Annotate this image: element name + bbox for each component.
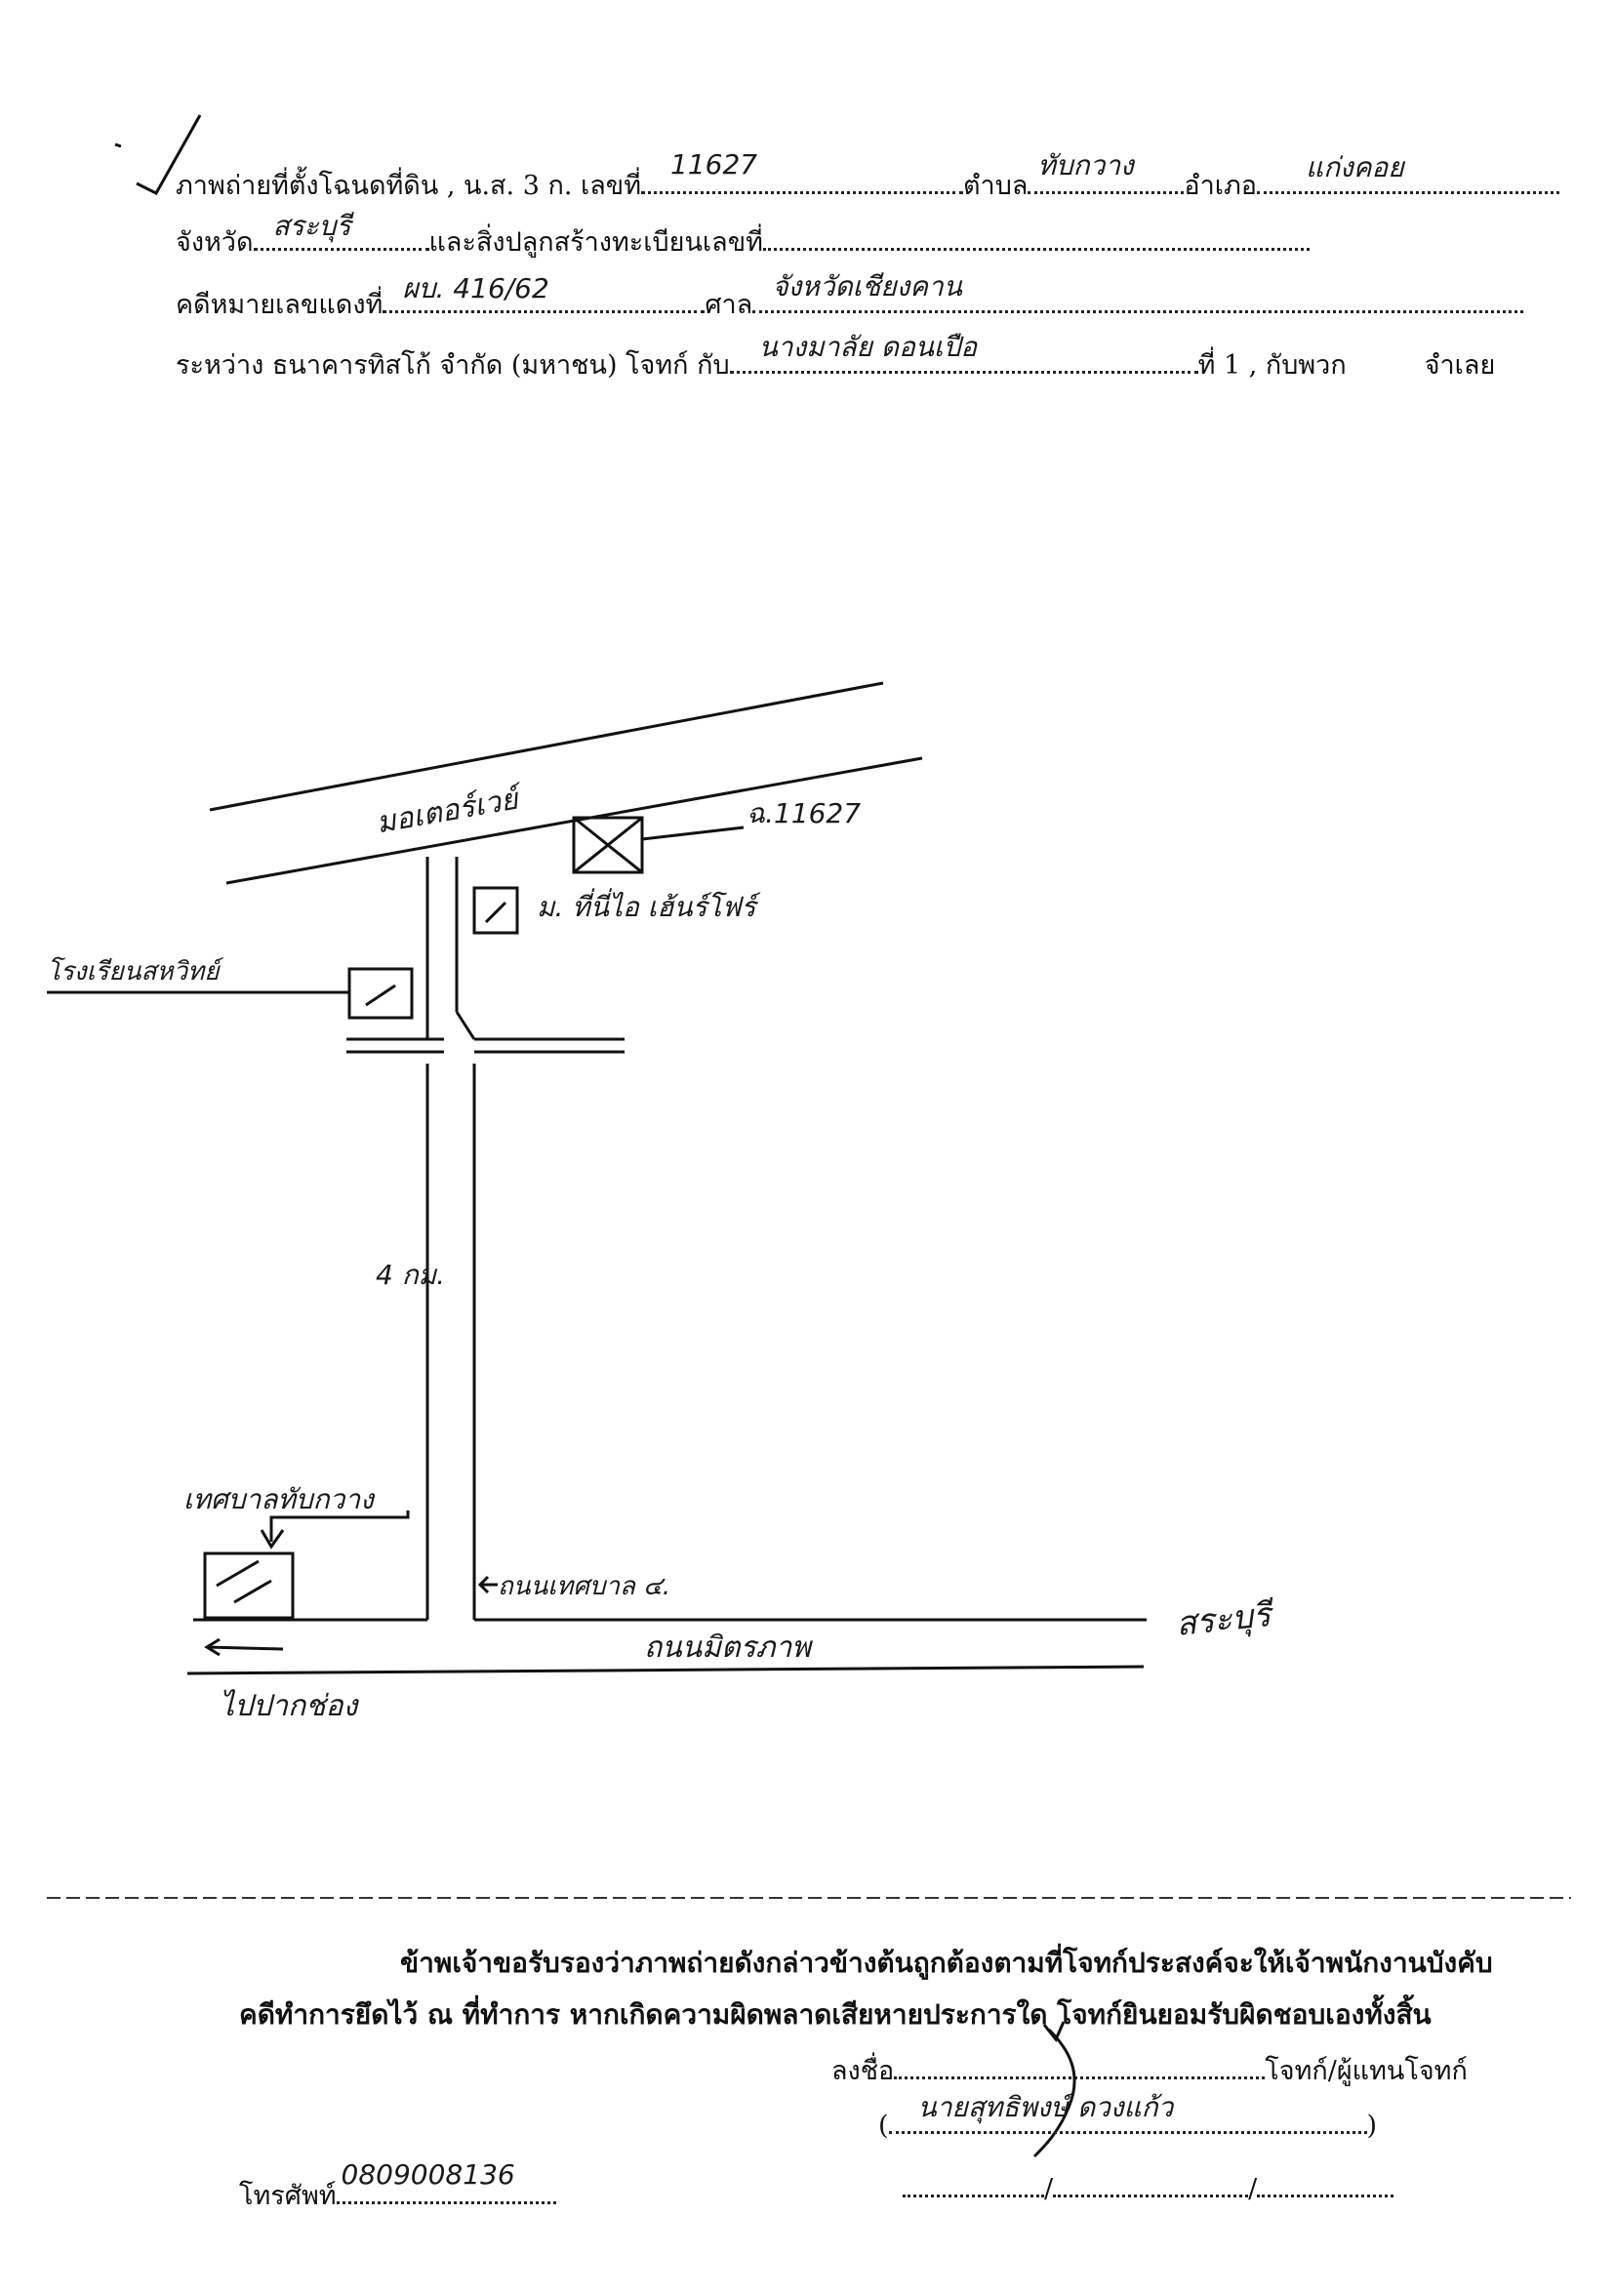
date-sep-2: /	[1248, 2174, 1258, 2204]
parties-prefix: ระหว่าง ธนาคารทิสโก้ จำกัด (มหาชน) โจทก์…	[176, 350, 730, 381]
village-label: ม. ที่นี่ไอ เฮ้นร์โฟร์	[537, 891, 756, 923]
deed-number: 11627	[670, 148, 758, 181]
header-line-1: ภาพถ่ายที่ตั้งโฉนดที่ดิน , น.ส. 3 ก. เลข…	[176, 148, 1560, 206]
motorway-line-top	[209, 681, 884, 812]
highway-line-bottom	[186, 1665, 1145, 1675]
left-direction-arrow	[206, 1645, 284, 1651]
province-label: จังหวัด	[176, 227, 254, 258]
village-marker	[472, 886, 519, 935]
destination-left-label: ไปปากช่อง	[220, 1689, 358, 1723]
tambon-label: ตำบล	[963, 171, 1029, 201]
plot-marker	[572, 816, 745, 874]
tambon-value: ทับกวาง	[1037, 149, 1134, 181]
printed-name-line: (นายสุทธิพงษ์ ดวงแก้ว)	[878, 2091, 1377, 2141]
deed-prefix: ภาพถ่ายที่ตั้งโฉนดที่ดิน , น.ส. 3 ก. เลข…	[176, 171, 642, 201]
plot-label: ฉ.11627	[747, 797, 862, 829]
case-value: ผบ. 416/62	[402, 272, 549, 304]
printed-name: นายสุทธิพงษ์ ดวงแก้ว	[917, 2091, 1174, 2123]
header-line-2: จังหวัด สระบุรีและสิ่งปลูกสร้างทะเบียนเลข…	[176, 210, 1310, 262]
sign-label: ลงชื่อ	[831, 2056, 895, 2086]
defendant-name: นางมาลัย ดอนเปือ	[758, 331, 978, 363]
school-label: โรงเรียนสหวิทย์	[47, 957, 220, 987]
date-sep-1: /	[1044, 2174, 1054, 2204]
province-value: สระบุรี	[272, 210, 351, 242]
municipal-road-label: ถนนเทศบาล ๔.	[498, 1572, 671, 1601]
municipality-marker	[203, 1511, 410, 1620]
certification-line-2: คดีทำการยึดไว้ ณ ที่ทำการ หากเกิดความผิด…	[239, 1998, 1432, 2031]
role-label: โจทก์/ผู้แทนโจทก์	[1265, 2056, 1468, 2086]
distance-label: 4 กม.	[376, 1259, 446, 1291]
destination-right-label: สระบุรี	[1174, 1595, 1273, 1644]
parties-suffix: ที่ 1 , กับพวก	[1197, 350, 1347, 381]
signature-line: ลงชื่อ โจทก์/ผู้แทนโจทก์	[831, 2049, 1468, 2091]
municipality-label: เทศบาลทับกวาง	[183, 1483, 374, 1515]
amphoe-label: อำเภอ	[1184, 171, 1258, 201]
certification-line-1: ข้าพเจ้าขอรับรองว่าภาพถ่ายดังกล่าวข้างต้…	[400, 1947, 1493, 1979]
court-value: จังหวัดเชียงคาน	[772, 270, 962, 302]
amphoe-value: แก่งคอย	[1306, 151, 1404, 183]
phone-value: 0809008136	[341, 2158, 515, 2191]
defendant-role: จำเลย	[1424, 350, 1496, 381]
building-label: และสิ่งปลูกสร้างทะเบียนเลขที่	[428, 227, 763, 258]
phone-line: โทรศัพท์0809008136	[239, 2158, 556, 2216]
school-marker	[47, 967, 414, 1020]
phone-label: โทรศัพท์	[239, 2181, 337, 2211]
header-line-3: คดีหมายเลขแดงที่ ผบ. 416/62 ศาล จังหวัดเชีย…	[176, 270, 1524, 325]
case-label: คดีหมายเลขแดงที่	[176, 290, 384, 320]
main-road-label: ถนนมิตรภาพ	[644, 1631, 811, 1665]
court-label: ศาล	[705, 290, 753, 320]
date-line: //	[903, 2174, 1394, 2204]
check-mark	[136, 114, 202, 195]
header-line-4: ระหว่าง ธนาคารทิสโก้ จำกัด (มหาชน) โจทก์…	[176, 331, 1496, 385]
